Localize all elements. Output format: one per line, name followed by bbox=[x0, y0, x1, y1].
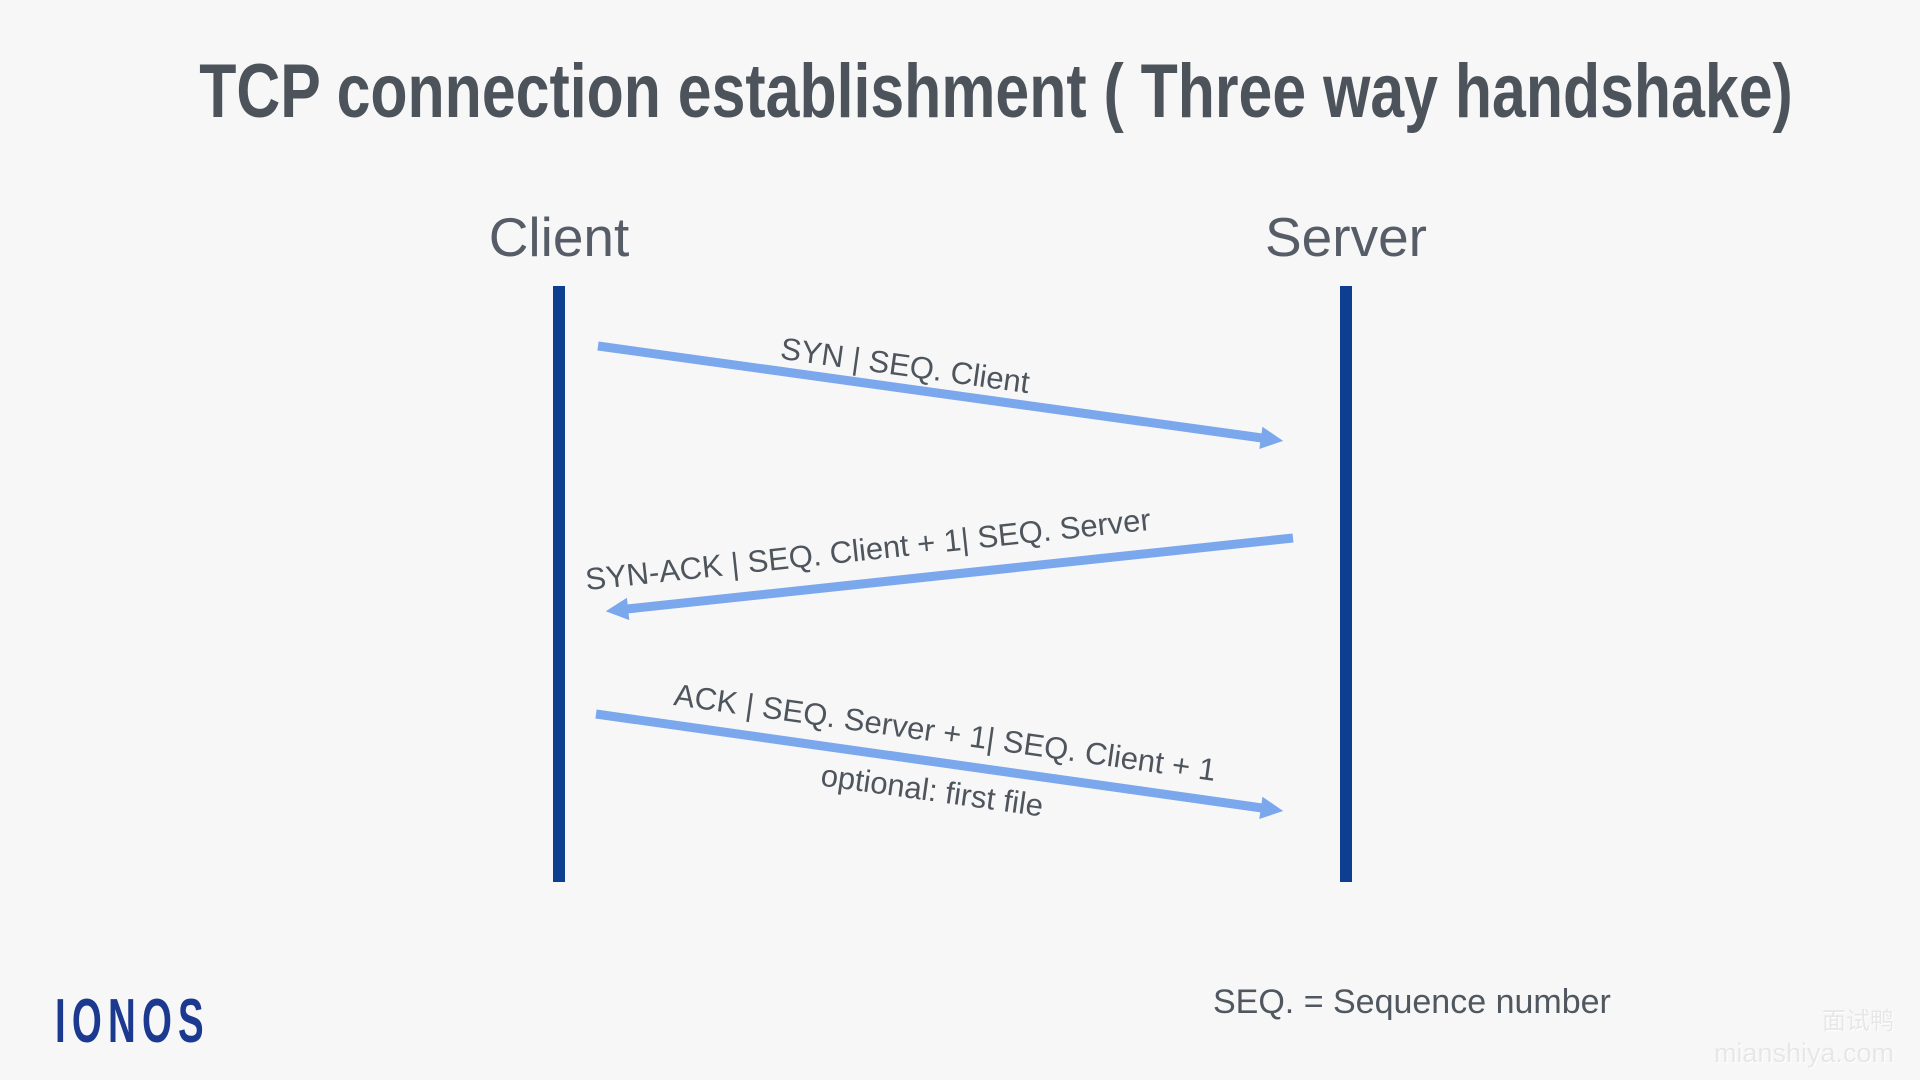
message-label-ack: ACK | SEQ. Server + 1| SEQ. Client + 1 bbox=[671, 677, 1219, 788]
page-title: TCP connection establishment ( Three way… bbox=[0, 48, 1920, 135]
server-lifeline bbox=[1340, 286, 1352, 882]
ionos-logo: IONOS bbox=[55, 987, 210, 1056]
actor-label-server: Server bbox=[1265, 206, 1427, 268]
watermark: 面试鸭 mianshiya.com bbox=[1714, 1008, 1894, 1069]
page-title-text: TCP connection establishment ( Three way… bbox=[199, 49, 1793, 134]
message-note-optional-first-file: optional: first file bbox=[818, 757, 1046, 824]
message-label-synack: SYN-ACK | SEQ. Client + 1| SEQ. Server bbox=[583, 501, 1153, 598]
client-lifeline bbox=[553, 286, 565, 882]
message-label-syn: SYN | SEQ. Client bbox=[778, 330, 1032, 401]
legend-seq-definition: SEQ. = Sequence number bbox=[1213, 983, 1611, 1021]
watermark-cn-text: 面试鸭 bbox=[1822, 1008, 1894, 1035]
watermark-url-text: mianshiya.com bbox=[1713, 1037, 1894, 1068]
actor-label-client: Client bbox=[488, 206, 630, 268]
